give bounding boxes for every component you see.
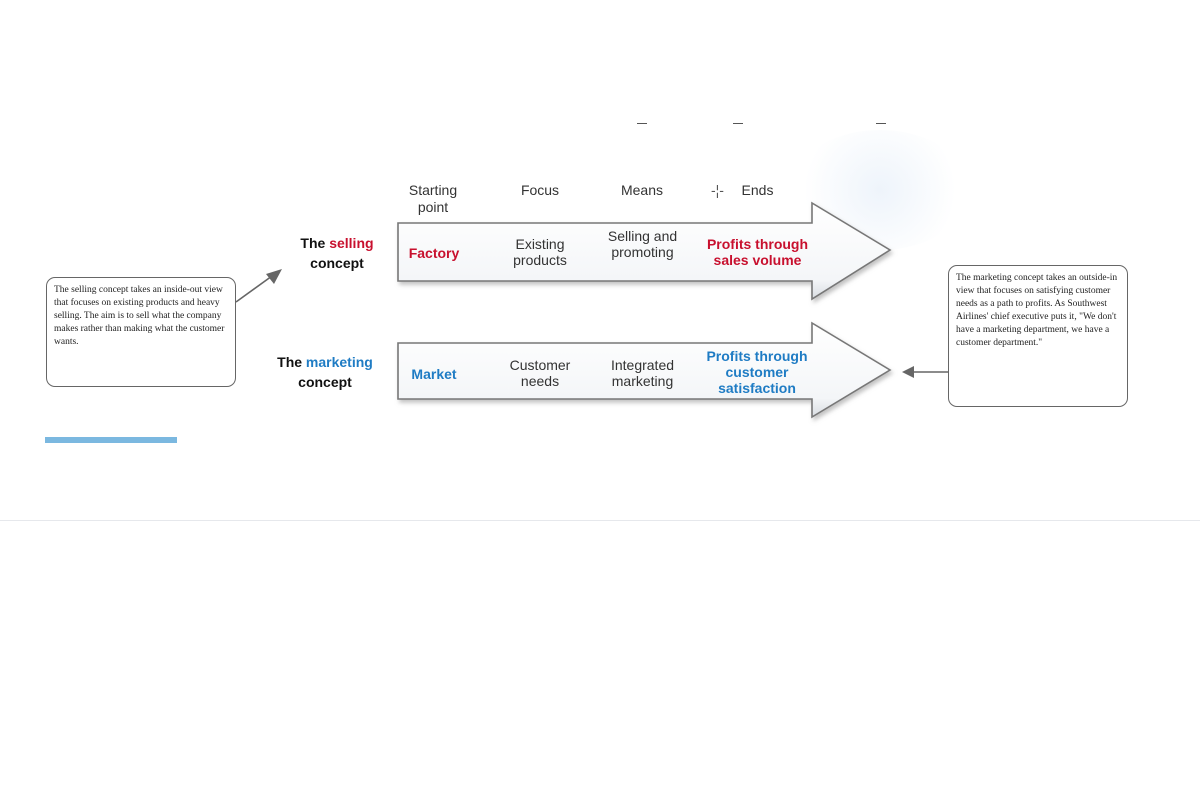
decorative-dash xyxy=(733,123,743,124)
selling-arrow xyxy=(397,201,892,301)
marketing-concept-note: The marketing concept takes an outside-i… xyxy=(948,265,1128,407)
decorative-dash xyxy=(637,123,647,124)
left-connector-arrow xyxy=(235,269,282,303)
right-connector-arrow xyxy=(902,366,948,378)
marketing-focus: Customer needs xyxy=(509,357,571,389)
sparkle-icon: -¦- xyxy=(711,182,724,198)
decorative-dash xyxy=(876,123,886,124)
selling-ends: Profits through sales volume xyxy=(706,236,809,268)
marketing-means: Integrated marketing xyxy=(610,357,675,389)
marketing-ends: Profits through customer satisfaction xyxy=(706,348,808,396)
selling-focus: Existing products xyxy=(513,236,567,268)
marketing-concept-label: The marketing concept xyxy=(277,354,373,390)
selling-means: Selling and promoting xyxy=(607,228,678,260)
column-header-ends: Ends xyxy=(741,182,774,198)
column-header-means: Means xyxy=(620,182,664,198)
column-header-starting-point: Starting point xyxy=(408,182,458,215)
marketing-arrow xyxy=(397,321,892,419)
column-header-focus: Focus xyxy=(520,182,560,198)
concept-arrows xyxy=(397,201,892,419)
selling-concept-note: The selling concept takes an inside-out … xyxy=(46,277,236,387)
selling-starting-point: Factory xyxy=(408,245,460,261)
selling-concept-label: The selling concept xyxy=(300,235,374,271)
accent-line xyxy=(45,437,177,443)
marketing-starting-point: Market xyxy=(411,366,457,382)
